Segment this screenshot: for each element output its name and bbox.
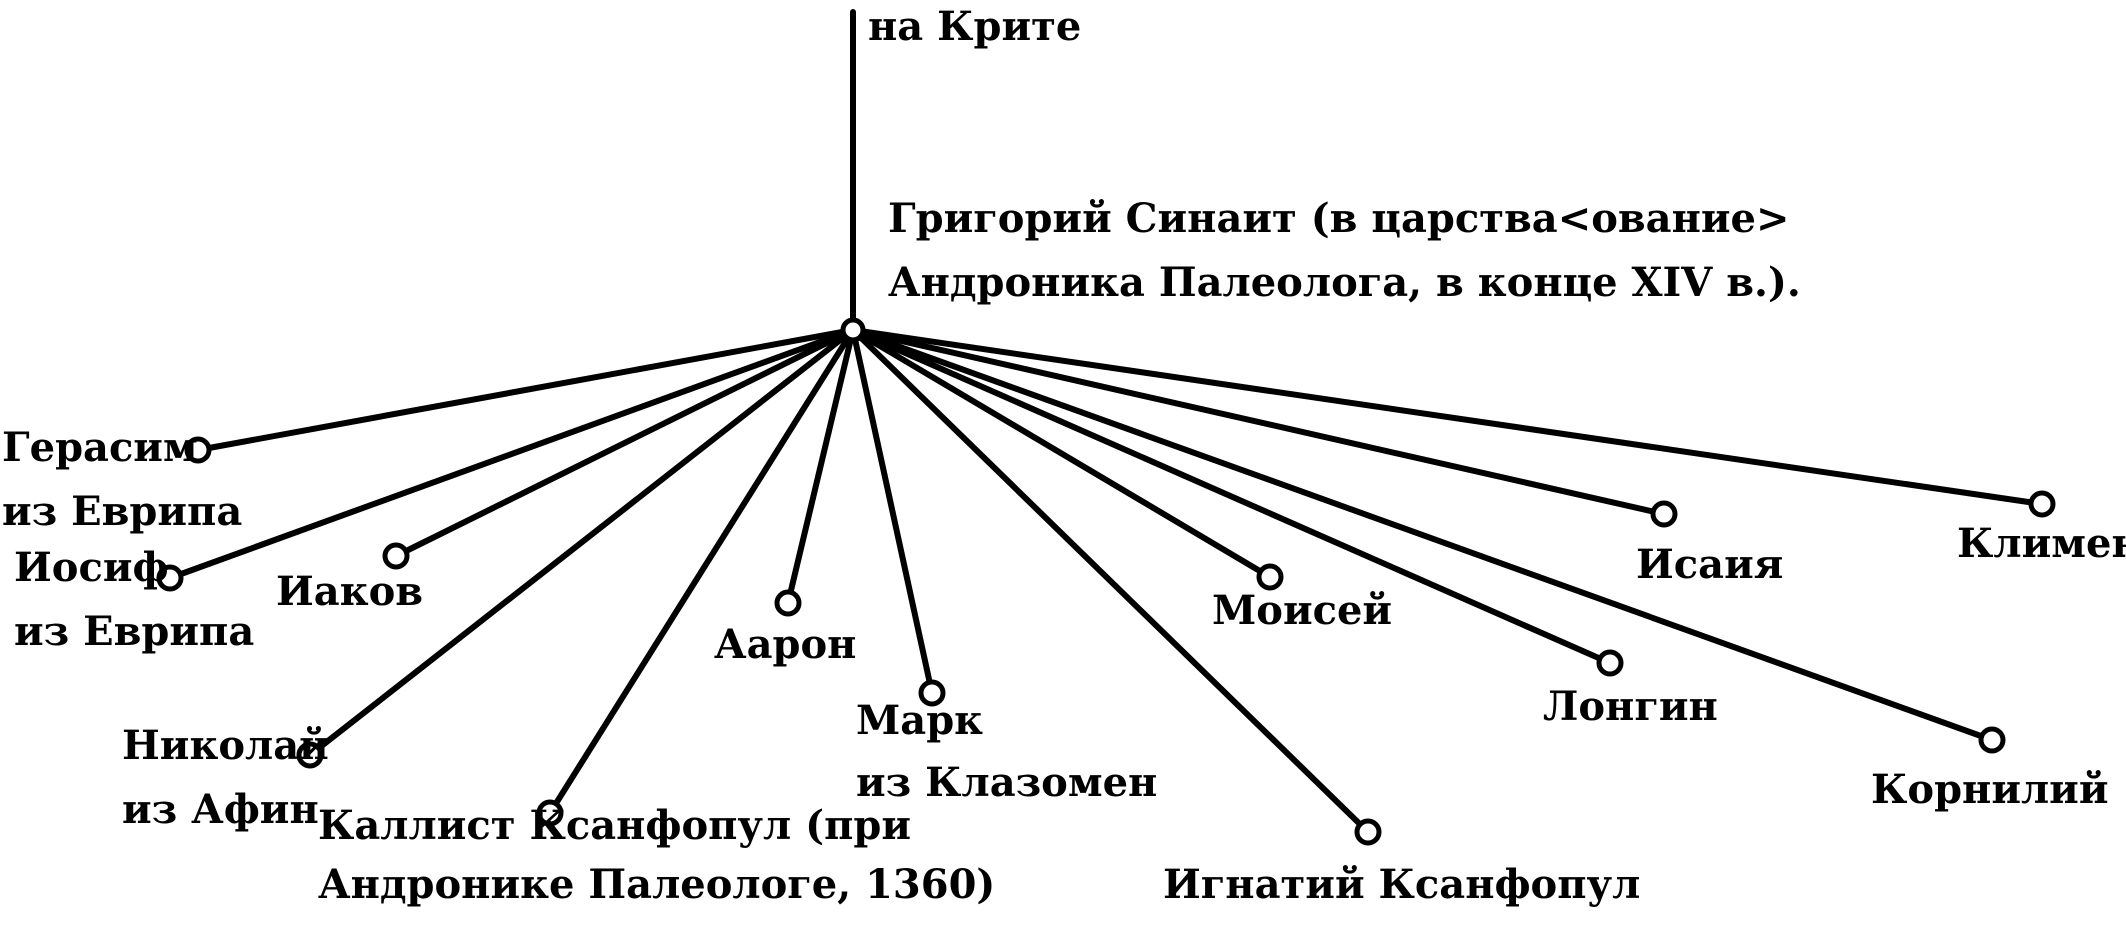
node-iakov (382, 542, 410, 570)
edge-iosif (167, 327, 856, 581)
label-kliment-line-1: Климент (1957, 520, 2126, 567)
node-mark (918, 679, 946, 707)
label-kallist-line-2: Андронике Палеологе, 1360) (318, 861, 995, 908)
root-label-line-1: Григорий Синаит (в царства<ование> (888, 195, 1790, 242)
label-nikolai-line-2: из Афин (122, 786, 319, 833)
label-iosif-line-2: из Еврипа (14, 608, 254, 655)
edge-korniliy (850, 327, 1995, 743)
node-nikolai (296, 741, 324, 769)
label-mark-line-2: из Клазомен (856, 759, 1157, 806)
edge-nikolai (307, 327, 856, 758)
label-kallist-line-1: Каллист Ксанфопул (при (318, 802, 911, 849)
edge-longin (850, 327, 1613, 666)
node-isaiya (1650, 500, 1678, 528)
node-korniliy (1978, 726, 2006, 754)
node-iosif (156, 564, 184, 592)
edge-mark (850, 327, 935, 696)
label-gerasim-line-2: из Еврипа (2, 488, 242, 535)
label-mark-line-1: Марк (856, 697, 983, 744)
edge-moisei (850, 327, 1273, 580)
label-aaron-line-1: Аарон (714, 621, 856, 668)
edge-kallist (547, 327, 856, 816)
node-aaron (774, 589, 802, 617)
label-ignatii-line-1: Игнатий Ксанфопул (1163, 861, 1640, 908)
nodes-group (156, 436, 2056, 846)
node-kallist (536, 799, 564, 827)
edge-ignatii (850, 327, 1371, 835)
edge-iakov (393, 327, 856, 559)
edge-gerasim (195, 327, 856, 453)
edge-isaiya (850, 327, 1667, 517)
node-kliment (2028, 490, 2056, 518)
label-iakov-line-1: Иаков (276, 568, 423, 615)
label-iosif-line-1: Иосиф (14, 544, 169, 591)
edge-kliment (850, 327, 2045, 507)
node-gerasim (184, 436, 212, 464)
root-label-line-2: Андроника Палеолога, в конце XIV в.). (888, 259, 1801, 306)
node-moisei (1256, 563, 1284, 591)
node-longin (1596, 649, 1624, 677)
node-ignatii (1354, 818, 1382, 846)
label-longin-line-1: Лонгин (1543, 683, 1718, 730)
label-nikolai-line-1: Николай (122, 722, 329, 769)
edge-aaron (785, 327, 856, 606)
label-isaiya-line-1: Исаия (1636, 541, 1783, 588)
root-node (840, 317, 866, 343)
label-korniliy-line-1: Корнилий (1871, 766, 2109, 813)
label-gerasim-line-1: Герасим (2, 424, 198, 471)
edges-group (167, 327, 2045, 835)
label-moisei-line-1: Моисей (1212, 587, 1392, 634)
top-label: на Крите (868, 3, 1081, 50)
